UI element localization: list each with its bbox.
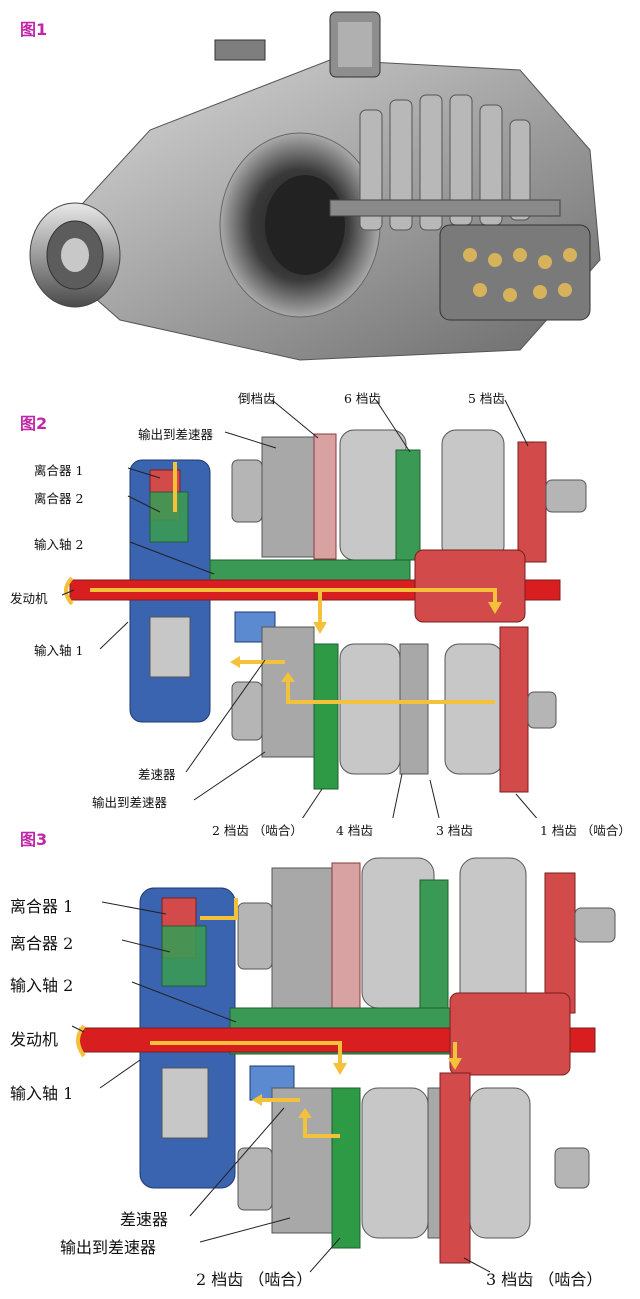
fig2-input-shaft2-label: 输入轴 2 — [34, 537, 84, 552]
fig2-reverse-gear-label: 倒档齿 — [238, 391, 276, 406]
figure-2-gear-diagram — [61, 399, 587, 818]
fig2-gear3-label: 3 档齿 — [436, 823, 473, 838]
fig2-clutch1-label: 离合器 1 — [34, 463, 84, 478]
fig2-output-to-diff-top-label: 输出到差速器 — [138, 427, 214, 442]
fig2-gear2-engaged-label: 2 档齿 （啮合） — [212, 823, 303, 838]
fig2-differential-label: 差速器 — [138, 767, 176, 782]
fig2-gear4-label: 4 档齿 — [336, 823, 373, 838]
fig2-upper-gears — [231, 429, 587, 563]
fig2-output-to-diff-bottom-label: 输出到差速器 — [92, 795, 168, 810]
fig2-gear6-label: 6 档齿 — [344, 391, 381, 406]
fig3-lower-gears — [237, 1072, 590, 1264]
fig2-input-shaft1-label: 输入轴 1 — [34, 643, 84, 658]
fig3-clutch1-label: 离合器 1 — [10, 897, 74, 916]
fig3-engine-label: 发动机 — [10, 1030, 59, 1049]
fig2-gear1-engaged-label: 1 档齿 （啮合） — [540, 823, 631, 838]
fig3-input-shaft2-label: 输入轴 2 — [10, 976, 74, 995]
fig3-gear3-engaged-label: 3 档齿 （啮合） — [486, 1270, 603, 1289]
figure-3-gear-diagram — [71, 857, 616, 1273]
fig3-upper-gears — [237, 857, 616, 1014]
figure-3-label: 图3 — [20, 830, 48, 849]
fig2-lower-gears — [231, 626, 557, 793]
fig3-input-shaft1-label: 输入轴 1 — [10, 1084, 74, 1103]
fig2-engine-label: 发动机 — [10, 591, 48, 606]
figure-2-label: 图2 — [20, 414, 48, 433]
figure-1-label: 图1 — [20, 20, 48, 39]
transmission-cutaway-illustration — [29, 11, 601, 361]
fig3-clutch2-label: 离合器 2 — [10, 934, 74, 953]
fig3-differential-label: 差速器 — [120, 1210, 169, 1229]
fig3-output-to-diff-label: 输出到差速器 — [60, 1238, 157, 1257]
fig2-gear5-label: 5 档齿 — [468, 391, 505, 406]
fig3-gear2-engaged-label: 2 档齿 （啮合） — [196, 1270, 313, 1289]
fig2-clutch2-label: 离合器 2 — [34, 491, 84, 506]
